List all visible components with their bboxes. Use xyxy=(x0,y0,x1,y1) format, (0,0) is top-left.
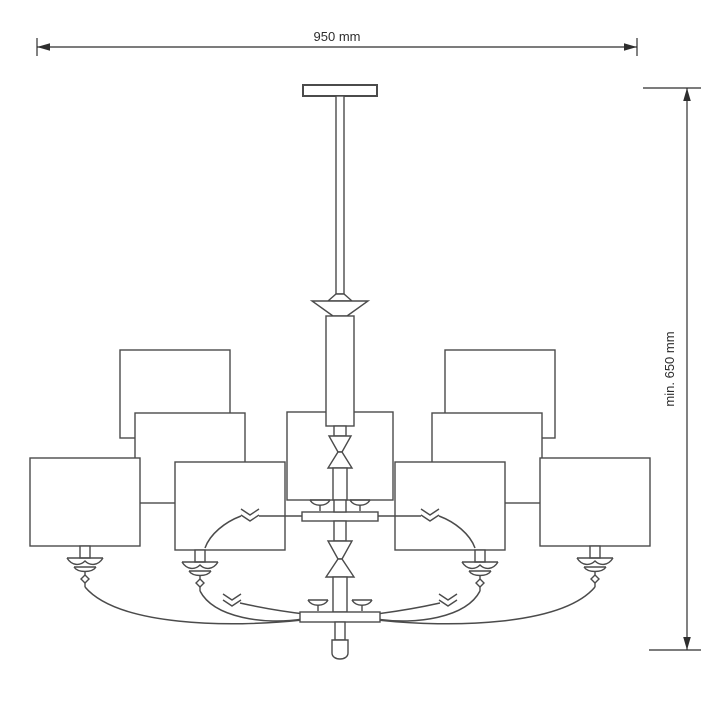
baluster-lower xyxy=(324,558,356,578)
bobeche-cup xyxy=(351,599,373,612)
canopy-dish xyxy=(309,300,371,317)
ceiling-mount xyxy=(302,84,378,295)
suspension-rod xyxy=(335,95,345,295)
width-dimension-label: 950 mm xyxy=(314,29,361,44)
candle-holder xyxy=(181,549,219,592)
bottom-finial-tip xyxy=(331,639,349,660)
arm xyxy=(199,590,304,622)
bottom-finial xyxy=(334,621,346,641)
baluster-upper xyxy=(326,540,354,560)
column-neck xyxy=(333,425,347,437)
bobeche-cup xyxy=(307,599,329,612)
arrow-down-icon xyxy=(683,637,691,650)
height-dimension xyxy=(643,87,701,651)
bobeche-cup xyxy=(349,499,371,512)
lower-hub xyxy=(299,611,381,623)
column-segment xyxy=(332,576,348,613)
column-body xyxy=(325,315,355,427)
candle-holder xyxy=(461,549,499,592)
column-segment xyxy=(333,520,347,542)
arm-link-ornament xyxy=(222,593,242,607)
column-segment xyxy=(332,467,348,501)
column-segment xyxy=(333,499,347,513)
upper-arms xyxy=(204,515,476,549)
ceiling-plate xyxy=(302,84,378,97)
bobeche-cup xyxy=(309,499,331,512)
lampshade xyxy=(394,461,506,551)
arm xyxy=(377,586,596,625)
central-column xyxy=(299,293,381,660)
arm xyxy=(376,590,481,622)
arm xyxy=(204,515,242,549)
height-dimension-label: min. 650 mm xyxy=(662,331,677,406)
lampshade xyxy=(174,461,286,551)
baluster-lower xyxy=(326,451,354,469)
arrow-left-icon xyxy=(37,43,50,51)
upper-hub xyxy=(301,511,379,522)
arm-link-ornament xyxy=(438,593,458,607)
lampshade xyxy=(29,457,141,547)
candle-holder xyxy=(576,545,614,588)
arrow-up-icon xyxy=(683,88,691,101)
lower-tier-shades xyxy=(29,457,651,551)
arrow-right-icon xyxy=(624,43,637,51)
arm xyxy=(84,586,303,625)
lampshade xyxy=(539,457,651,547)
arm xyxy=(438,515,476,549)
canopy-neck xyxy=(326,293,354,302)
width-dimension xyxy=(36,38,638,56)
candle-holder xyxy=(66,545,104,588)
